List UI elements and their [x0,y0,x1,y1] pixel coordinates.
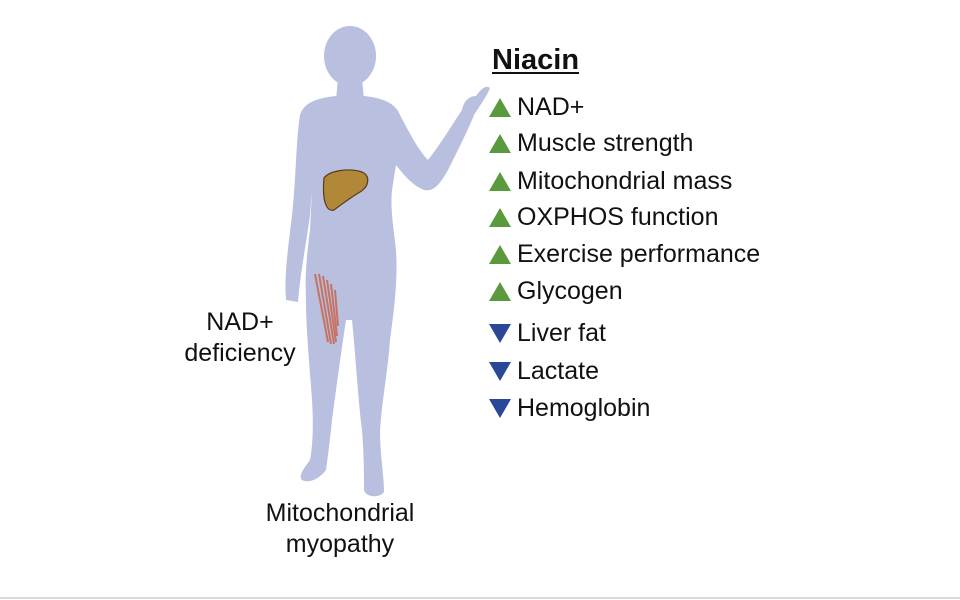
thigh-muscle [314,273,339,345]
divider [0,597,960,599]
nad-deficiency-label: NAD+ deficiency [170,307,310,369]
effect-label: Muscle strength [517,129,694,157]
effect-label: Hemoglobin [517,394,651,422]
label-line: myopathy [285,530,395,558]
label-line: NAD+ [206,308,274,336]
label-line: deficiency [184,339,296,367]
triangle-down-icon [489,323,511,343]
triangle-up-icon [489,244,511,264]
triangle-down-icon [489,398,511,418]
effect-item: Liver fat [489,318,606,348]
effect-item: Lactate [489,356,599,386]
triangle-up-icon [489,133,511,153]
body-silhouette [285,26,490,497]
effect-label: Glycogen [517,277,623,305]
effect-label: Liver fat [517,319,606,347]
effect-item: Hemoglobin [489,393,650,423]
effect-label: NAD+ [517,93,585,121]
effect-item: OXPHOS function [489,202,718,232]
effect-item: Muscle strength [489,128,693,158]
niacin-title: Niacin [492,44,580,76]
effect-label: Exercise performance [517,240,761,268]
effect-item: NAD+ [489,92,584,122]
triangle-down-icon [489,361,511,381]
effect-label: Mitochondrial mass [517,167,733,195]
triangle-up-icon [489,281,511,301]
effect-item: Exercise performance [489,239,760,269]
effect-item: Mitochondrial mass [489,166,732,196]
label-line: Mitochondrial [265,499,415,527]
triangle-up-icon [489,207,511,227]
effect-label: OXPHOS function [517,203,719,231]
triangle-up-icon [489,171,511,191]
effect-item: Glycogen [489,276,623,306]
triangle-up-icon [489,97,511,117]
effect-label: Lactate [517,357,600,385]
liver-organ [322,169,369,211]
mitochondrial-myopathy-label: Mitochondrial myopathy [240,498,440,560]
